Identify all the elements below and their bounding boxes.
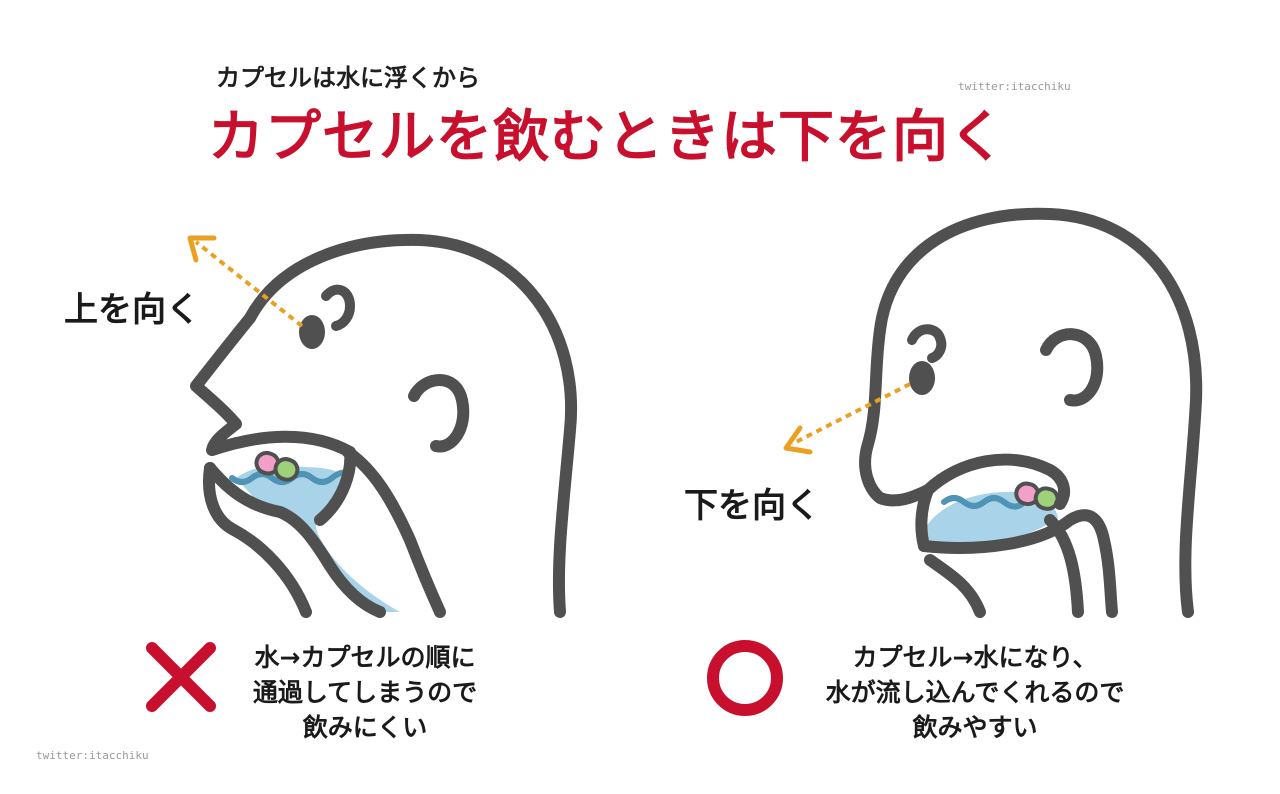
neck-inner-right <box>1044 514 1084 618</box>
watermark-top: twitter:itacchiku <box>958 80 1071 93</box>
caption-good-line-3: 飲みやすい <box>912 713 1038 742</box>
head-outline-left <box>244 233 578 618</box>
page-title: カプセルを飲むときは下を向く <box>208 105 1006 170</box>
label-look-up: 上を向く <box>64 290 200 330</box>
eye-left <box>299 315 325 349</box>
circle-mark-icon <box>707 640 783 716</box>
wave-right <box>941 495 1025 510</box>
eye-right <box>909 361 935 395</box>
subtitle: カプセルは水に浮くから <box>216 64 480 92</box>
face-profile-right <box>859 324 1071 510</box>
head-outline-right <box>874 207 1203 618</box>
watermark-bottom: twitter:itacchiku <box>36 749 149 762</box>
neck-front-left <box>203 462 312 618</box>
caption-bad-line-3: 飲みにくい <box>302 713 428 742</box>
cross-mark-icon <box>146 642 216 712</box>
head-looking-down <box>783 207 1203 618</box>
gaze-arrow-down-icon <box>791 382 911 446</box>
head-looking-up <box>187 233 578 618</box>
caption-good: カプセル→水になり、 水が流し込んでくれるので 飲みやすい <box>790 640 1160 745</box>
capsule-right <box>1014 481 1060 511</box>
neck-front-right <box>924 554 986 618</box>
neck-back-left <box>342 446 446 618</box>
ear-left <box>408 374 470 453</box>
capsule-left <box>254 450 300 482</box>
caption-bad-line-2: 通過してしまうので <box>252 678 478 707</box>
label-look-down: 下を向く <box>684 486 820 526</box>
throat-left <box>204 462 386 618</box>
ear-right <box>1040 328 1104 407</box>
caption-bad-line-1: 水→カプセルの順に <box>254 643 476 672</box>
caption-good-line-2: 水が流し込んでくれるので <box>825 678 1125 707</box>
throat-right <box>918 509 1118 618</box>
eyebrow-left <box>321 284 356 331</box>
gaze-arrow-up-icon <box>194 240 304 328</box>
jaw-right <box>915 484 934 552</box>
caption-bad: 水→カプセルの順に 通過してしまうので 飲みにくい <box>220 640 510 745</box>
eyebrow-right <box>907 324 947 363</box>
caption-good-line-1: カプセル→水になり、 <box>852 643 1098 672</box>
